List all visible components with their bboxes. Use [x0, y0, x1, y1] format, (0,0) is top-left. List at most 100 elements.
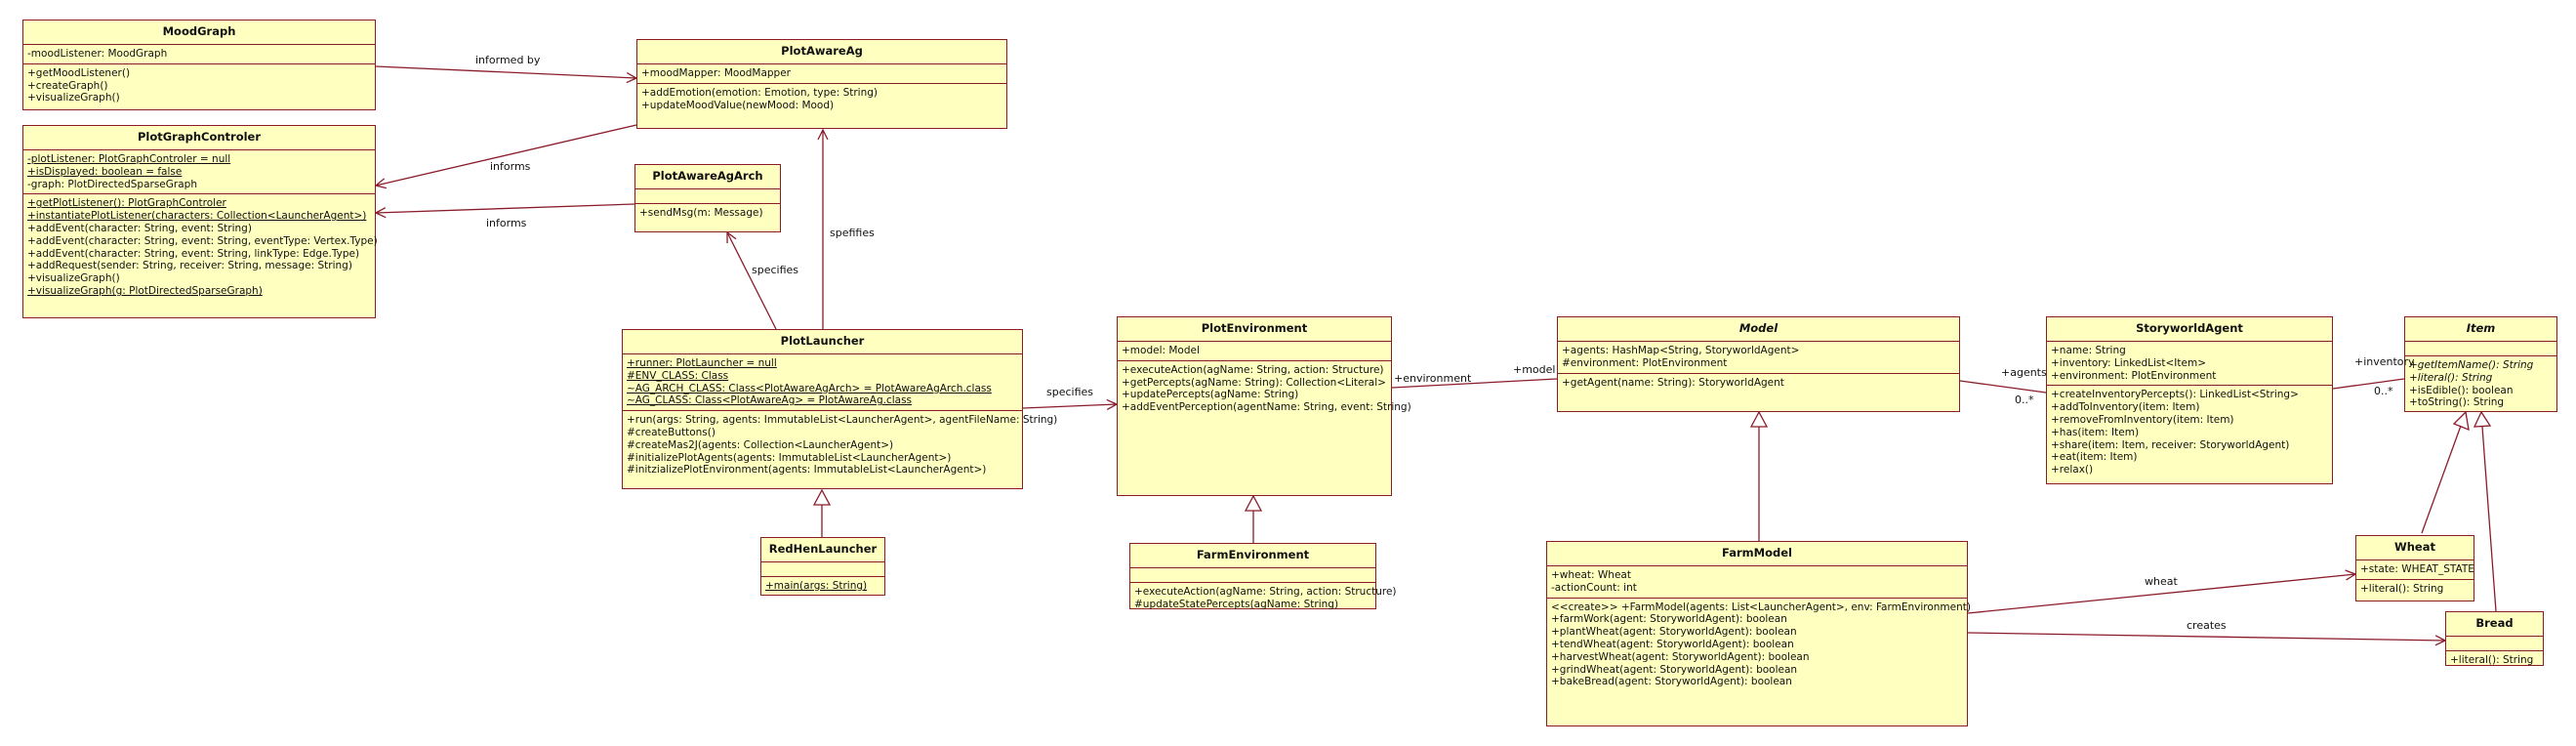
method: +literal(): String: [2450, 654, 2534, 666]
attribute: #ENV_CLASS: Class: [627, 369, 729, 382]
method: +run(args: String, agents: ImmutableList…: [627, 414, 1058, 427]
attributes-section: -plotListener: PlotGraphControler = null…: [23, 150, 375, 195]
method: +createInventoryPercepts(): LinkedList<S…: [2051, 389, 2299, 401]
attribute: +model: Model: [1122, 345, 1200, 356]
method: #initzializePlotEnvironment(agents: Immu…: [627, 464, 987, 477]
class-plotawareag[interactable]: PlotAwareAg+moodMapper: MoodMapper+addEm…: [636, 39, 1007, 129]
attribute: -actionCount: int: [1551, 581, 1637, 594]
assoc-plotenvironment-model: [1391, 378, 1558, 389]
attribute: +wheat: Wheat: [1551, 569, 1631, 581]
label-spefifies: spefifies: [830, 227, 875, 239]
class-bread[interactable]: Bread+literal(): String: [2445, 611, 2544, 666]
attributes-section: [635, 189, 780, 204]
class-name: PlotAwareAg: [637, 40, 1006, 64]
class-name: MoodGraph: [23, 21, 375, 45]
attributes-section: +agents: HashMap<String, StoryworldAgent…: [1558, 342, 1959, 374]
method: +executeAction(agName: String, action: S…: [1122, 363, 1384, 376]
methods-section: +main(args: String): [761, 577, 884, 596]
label-informed-by: informed by: [475, 54, 541, 66]
method: +getAgent(name: String): StoryworldAgent: [1562, 376, 1784, 389]
gen-head-item-wheat: [2452, 410, 2470, 432]
class-name: Model: [1558, 317, 1959, 342]
assoc-plotlauncher-plotawareagarch: [727, 232, 777, 330]
class-name: StoryworldAgent: [2047, 317, 2332, 342]
class-plotgraphcontroler[interactable]: PlotGraphControler-plotListener: PlotGra…: [22, 125, 378, 318]
attributes-section: [1130, 568, 1375, 583]
method: +createGraph(): [27, 79, 108, 92]
assoc-model-storyworldagent: [1959, 380, 2047, 394]
class-farmenvironment[interactable]: FarmEnvironment+executeAction(agName: St…: [1129, 543, 1397, 610]
methods-section: +getAgent(name: String): StoryworldAgent: [1558, 374, 1959, 393]
method: +addEvent(character: String, event: Stri…: [27, 234, 378, 247]
class-plotawareagarch[interactable]: PlotAwareAgArch+sendMsg(m: Message): [634, 164, 781, 232]
method: +visualizeGraph(): [27, 272, 120, 285]
class-name: Wheat: [2356, 536, 2474, 560]
assoc-plotawareagarch-plotgraphcontroler: [376, 203, 635, 213]
method: +plantWheat(agent: StoryworldAgent): boo…: [1551, 626, 1797, 639]
attribute: +state: WHEAT_STATE: [2360, 563, 2474, 575]
class-storyworldagent[interactable]: StoryworldAgent +name: String+inventory: …: [2046, 316, 2333, 484]
label-informs-1: informs: [490, 160, 531, 173]
gen-head-plotlauncher: [812, 488, 832, 506]
method: +addEvent(character: String, event: Stri…: [27, 247, 360, 260]
attributes-section: [2405, 342, 2556, 356]
class-model[interactable]: Model+agents: HashMap<String, Storyworld…: [1557, 316, 1960, 412]
class-name: RedHenLauncher: [761, 538, 884, 562]
attribute: +inventory: LinkedList<Item>: [2051, 356, 2206, 369]
attribute: ~AG_CLASS: Class<PlotAwareAg> = PlotAwar…: [627, 394, 913, 407]
methods-section: +getPlotListener(): PlotGraphControler+i…: [23, 194, 378, 300]
method: +literal(): String: [2360, 582, 2444, 595]
method: +relax(): [2051, 464, 2094, 477]
method: +tendWheat(agent: StoryworldAgent): bool…: [1551, 638, 1794, 650]
class-plotlauncher[interactable]: PlotLauncher+runner: PlotLauncher = null…: [622, 329, 1058, 489]
gen-head-plotenvironment: [1244, 494, 1263, 512]
method: +isEdible(): boolean: [2409, 384, 2514, 396]
assoc-storyworldagent-item: [2332, 378, 2405, 390]
method: +share(item: Item, receiver: StoryworldA…: [2051, 438, 2290, 451]
class-item[interactable]: Item+getItemName(): String+literal(): St…: [2404, 316, 2557, 412]
attribute: -moodListener: MoodGraph: [27, 48, 168, 60]
attributes-section: [761, 562, 884, 577]
methods-section: +executeAction(agName: String, action: S…: [1130, 583, 1397, 614]
label-inventory: +inventory: [2354, 355, 2415, 368]
method: +executeAction(agName: String, action: S…: [1134, 586, 1397, 598]
label-specifies-2: specifies: [1046, 386, 1094, 398]
methods-section: <<create>> +FarmModel(agents: List<Launc…: [1547, 599, 1971, 692]
attributes-section: [2446, 637, 2543, 651]
assoc-farmmodel-wheat: [1967, 574, 2355, 614]
method: #createButtons(): [627, 426, 716, 438]
method: +visualizeGraph(g: PlotDirectedSparseGra…: [27, 284, 263, 297]
method: +getItemName(): String: [2409, 359, 2534, 371]
attributes-section: +runner: PlotLauncher = null#ENV_CLASS: …: [623, 354, 1022, 412]
method: +addRequest(sender: String, receiver: St…: [27, 260, 352, 272]
class-redhenlauncher[interactable]: RedHenLauncher +main(args: String): [760, 537, 885, 596]
attributes-section: +model: Model: [1118, 342, 1391, 361]
method: +removeFromInventory(item: Item): [2051, 413, 2234, 426]
methods-section: +getItemName(): String+literal(): String…: [2405, 356, 2556, 412]
attribute: #environment: PlotEnvironment: [1562, 356, 1728, 369]
method: +has(item: Item): [2051, 426, 2140, 438]
methods-section: +sendMsg(m: Message): [635, 204, 780, 223]
gen-wheat-item: [2421, 425, 2462, 534]
method: +eat(item: Item): [2051, 451, 2138, 464]
gen-head-item-bread: [2473, 410, 2492, 428]
label-informs-2: informs: [486, 217, 527, 229]
label-agents: +agents: [2001, 366, 2047, 379]
class-wheat[interactable]: Wheat +state: WHEAT_STATE +literal(): Stri…: [2355, 535, 2474, 601]
class-plotenvironment[interactable]: PlotEnvironment+model: Model+executeActi…: [1117, 316, 1411, 496]
method: +farmWork(agent: StoryworldAgent): boole…: [1551, 613, 1787, 626]
class-farmmodel[interactable]: FarmModel+wheat: Wheat-actionCount: int<…: [1546, 541, 1971, 726]
assoc-plotlauncher-plotenvironment: [1022, 404, 1117, 408]
label-model: +model: [1513, 363, 1556, 376]
class-name: PlotLauncher: [623, 330, 1022, 354]
methods-section: +executeAction(agName: String, action: S…: [1118, 361, 1411, 417]
method: +bakeBread(agent: StoryworldAgent): bool…: [1551, 676, 1792, 688]
attributes-section: +state: WHEAT_STATE: [2356, 560, 2474, 580]
class-moodgraph[interactable]: MoodGraph-moodListener: MoodGraph+getMoo…: [22, 20, 376, 110]
methods-section: +createInventoryPercepts(): LinkedList<S…: [2047, 386, 2332, 479]
method: +updatePercepts(agName: String): [1122, 389, 1299, 401]
label-specifies-1: specifies: [752, 264, 799, 276]
method: +updateMoodValue(newMood: Mood): [641, 99, 835, 111]
attribute: +name: String: [2051, 345, 2126, 356]
